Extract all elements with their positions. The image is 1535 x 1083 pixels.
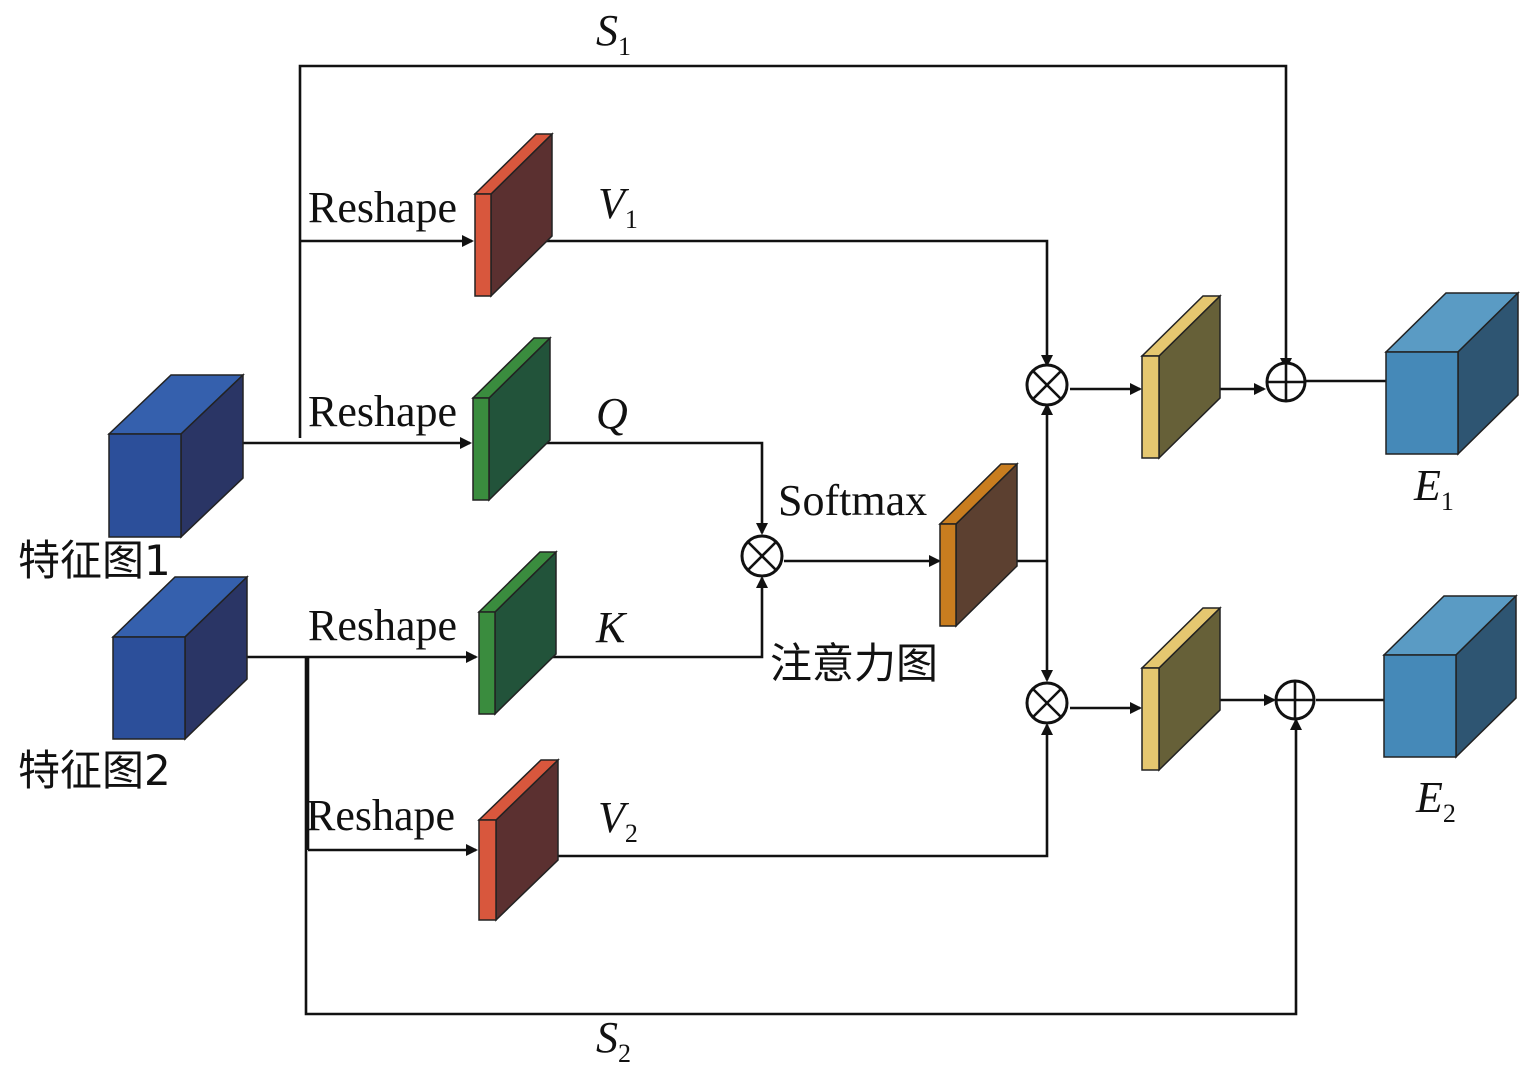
reshape-v2-label: Reshape bbox=[306, 791, 455, 840]
add-operator-1 bbox=[1265, 361, 1307, 403]
s1-skip-line bbox=[298, 64, 1292, 438]
e1-label: E1 bbox=[1413, 461, 1454, 516]
v1-slab bbox=[473, 132, 554, 298]
feature-map-2-label: 特征图2 bbox=[18, 746, 171, 795]
s2-skip-line bbox=[304, 657, 1302, 1016]
feature-map-1-cube bbox=[107, 373, 245, 539]
multiply-operator-center bbox=[740, 534, 784, 578]
output-slab-1 bbox=[1140, 294, 1222, 460]
s2-label: S2 bbox=[596, 1013, 631, 1068]
q-label: Q bbox=[596, 389, 628, 438]
multiply-operator-1 bbox=[1025, 363, 1069, 407]
q-slab bbox=[471, 336, 552, 502]
attention-map-label: 注意力图 bbox=[770, 639, 938, 688]
v2-to-mult2-line bbox=[537, 723, 1053, 858]
output-slab-2 bbox=[1140, 606, 1222, 772]
v2-slab bbox=[477, 758, 560, 922]
reshape-k-label: Reshape bbox=[308, 601, 457, 650]
k-slab bbox=[477, 550, 558, 716]
k-label: K bbox=[595, 603, 628, 652]
q-to-mult-line bbox=[515, 441, 768, 535]
e2-cube bbox=[1382, 594, 1518, 759]
add-operator-2 bbox=[1274, 679, 1316, 721]
softmax-label: Softmax bbox=[778, 476, 927, 525]
v2-label: V2 bbox=[598, 793, 638, 848]
k-to-mult-line bbox=[521, 576, 768, 659]
feature-map-1-label: 特征图1 bbox=[18, 536, 171, 585]
e2-label: E2 bbox=[1415, 773, 1456, 828]
s1-label: S1 bbox=[596, 6, 631, 61]
e1-cube bbox=[1384, 291, 1520, 456]
v1-label: V1 bbox=[598, 179, 638, 234]
v1-to-mult1-line bbox=[515, 239, 1053, 367]
reshape-v1-label: Reshape bbox=[308, 183, 457, 232]
feature-map-2-cube bbox=[111, 575, 249, 741]
attention-map-slab bbox=[938, 462, 1019, 628]
reshape-q-label: Reshape bbox=[308, 387, 457, 436]
multiply-operator-2 bbox=[1025, 681, 1069, 725]
